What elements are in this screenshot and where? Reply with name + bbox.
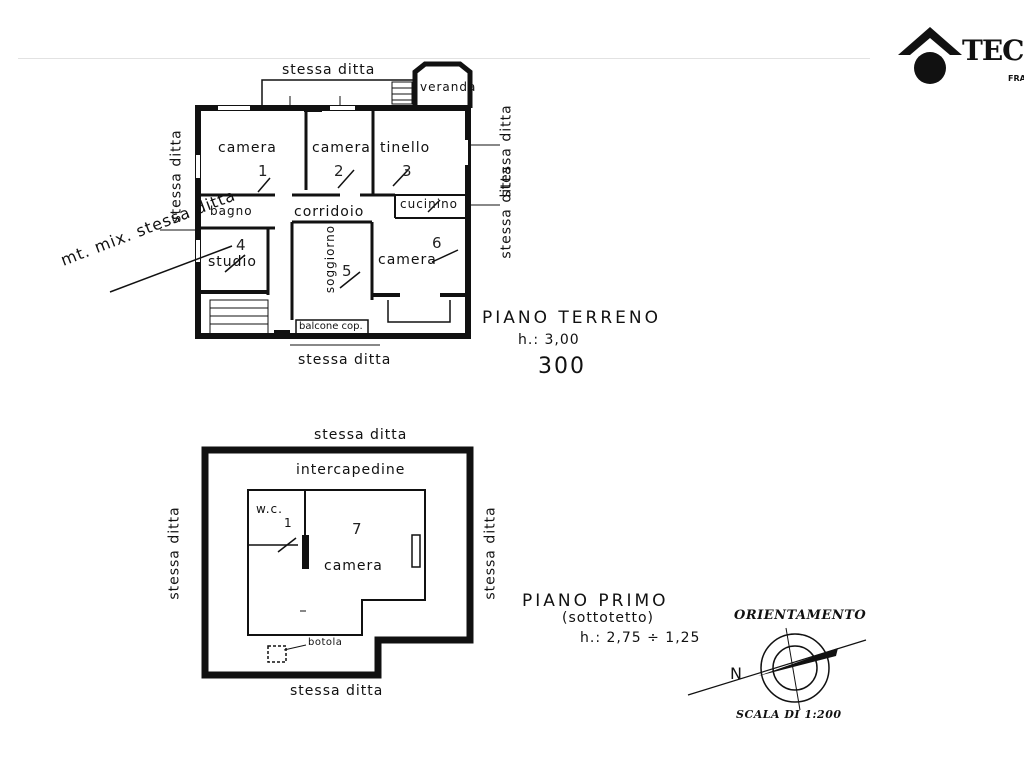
room-number-1: 1 [258, 162, 269, 180]
gf-neighbor-top: stessa ditta [282, 62, 376, 78]
room-corridoio: corridoio [294, 204, 365, 220]
first-floor-plan [201, 446, 474, 679]
room-camera-2: camera [312, 140, 371, 156]
room-veranda: veranda [420, 80, 477, 94]
room-balcone: balcone cop. [299, 321, 363, 332]
gf-neighbor-right-lower: stessa ditta [498, 165, 515, 259]
header-rule [18, 58, 870, 59]
ground-floor-stamp: 300 [538, 354, 586, 379]
room-studio: studio [208, 254, 257, 270]
ff-neighbor-left: stessa ditta [166, 506, 183, 600]
room-number-2: 2 [334, 162, 345, 180]
room-number-7: 7 [352, 520, 363, 538]
room-cucinino: cucinino [400, 197, 459, 211]
room-camera-1: camera [218, 140, 277, 156]
room-bagno: bagno [210, 204, 253, 218]
compass-outer-ring [760, 633, 830, 703]
first-floor-subtitle: (sottotetto) [562, 610, 654, 626]
ground-floor-plan [109, 61, 500, 346]
room-number-3: 3 [402, 162, 413, 180]
balcone-box [295, 319, 369, 337]
first-floor-title: PIANO PRIMO [522, 591, 669, 611]
scale-label: SCALA DI 1:200 [736, 708, 842, 721]
first-outer-wall [201, 446, 474, 679]
first-inner-wall [247, 489, 426, 636]
veranda-wall [412, 61, 473, 108]
room-number-5: 5 [342, 262, 353, 280]
botola-hatch [267, 645, 287, 663]
orientation-title: ORIENTAMENTO [734, 608, 867, 623]
room-wc: w.c. [256, 502, 283, 516]
room-botola: botola [308, 637, 343, 648]
room-camera-7: camera [324, 558, 383, 574]
room-intercapedine: intercapedine [296, 462, 406, 478]
orientation-axis-line [687, 639, 867, 696]
north-arrow-icon [758, 648, 838, 676]
gf-neighbor-bottom: stessa ditta [298, 352, 392, 368]
logo-text: TECN [962, 34, 1024, 67]
ground-floor-height: h.: 3,00 [518, 332, 580, 348]
room-soggiorno: soggiorno [323, 224, 338, 294]
room-camera-6: camera [378, 252, 437, 268]
stair [209, 299, 269, 337]
ff-neighbor-bottom: stessa ditta [290, 683, 384, 699]
ff-neighbor-top: stessa ditta [314, 427, 408, 443]
room-tinello: tinello [380, 140, 431, 156]
room-number-wc: 1 [284, 516, 293, 530]
ff-neighbor-right: stessa ditta [482, 506, 499, 600]
ground-floor-title: PIANO TERRENO [482, 308, 661, 328]
first-floor-height: h.: 2,75 ÷ 1,25 [580, 630, 701, 646]
logo-subtext: FRA [1008, 74, 1024, 83]
compass [687, 627, 867, 711]
north-label: N [730, 664, 743, 683]
compass-inner-ring [772, 645, 818, 691]
veranda-stair [391, 81, 413, 105]
room-number-6: 6 [432, 234, 443, 252]
room-number-4: 4 [236, 236, 247, 254]
